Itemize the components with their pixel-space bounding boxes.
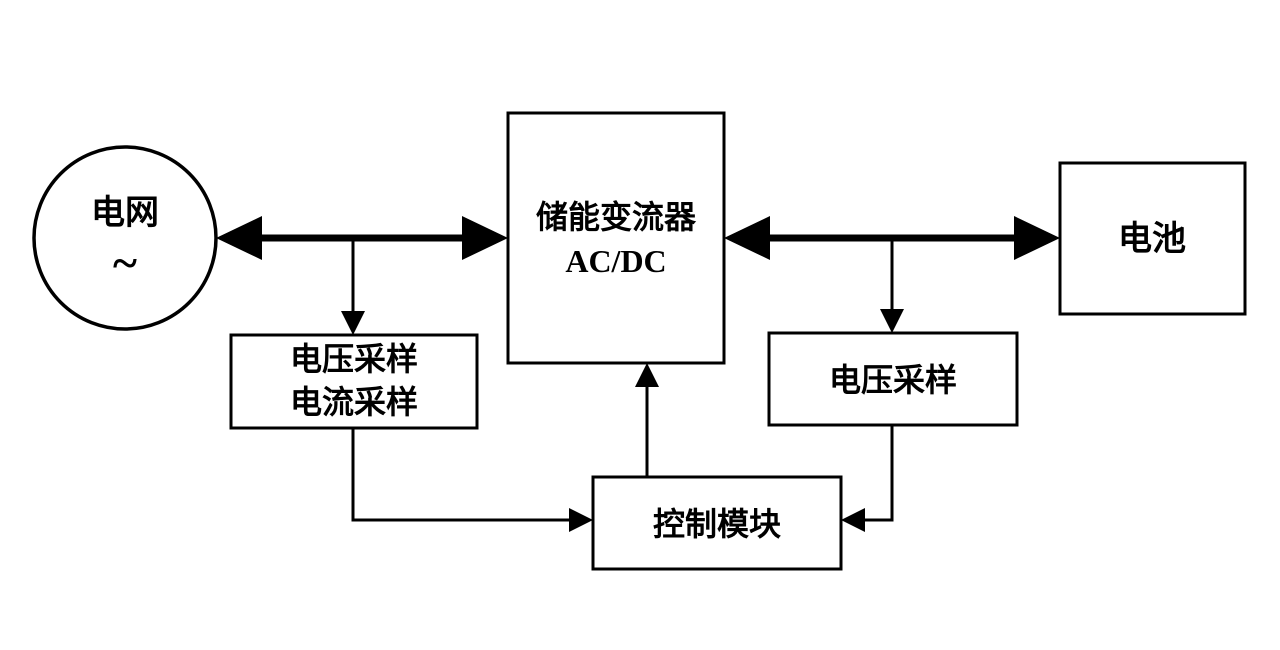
- converter-box: [506, 111, 726, 365]
- battery-sampling-control-line: [863, 425, 894, 522]
- converter-label-line1: 储能变流器: [536, 199, 697, 235]
- battery-label: 电池: [1118, 220, 1186, 258]
- grid-sampling-control-line: [351, 428, 571, 522]
- grid-sampling-to-control-arrow: [351, 428, 593, 532]
- control-box: [591, 475, 843, 571]
- battery-box: [1058, 161, 1247, 316]
- grid-bus-to-sampling-arrow: [341, 238, 365, 335]
- grid-label: 电网: [91, 194, 159, 232]
- control-label: 控制模块: [653, 506, 781, 542]
- arrowhead-left-to-control: [841, 508, 865, 532]
- grid-node: 电网 ~: [32, 145, 218, 331]
- grid-sampling-label-line2: 电流采样: [290, 384, 418, 420]
- arrowhead-left-to-converter: [724, 216, 770, 260]
- arrowhead-up-to-converter: [635, 363, 659, 387]
- battery-sampling-node: 电压采样: [767, 331, 1019, 427]
- battery-sampling-label: 电压采样: [829, 362, 957, 398]
- battery-node: 电池: [1058, 161, 1247, 316]
- arrowhead-right-to-converter: [462, 216, 508, 260]
- arrowhead-right-to-battery: [1014, 216, 1060, 260]
- grid-sampling-node: 电压采样 电流采样: [229, 333, 479, 430]
- converter-node: 储能变流器 AC/DC: [506, 111, 726, 365]
- grid-circle: [32, 145, 218, 331]
- arrowhead-left-to-grid: [216, 216, 262, 260]
- arrowhead-down-to-battery-sampling: [880, 309, 904, 333]
- control-to-converter-arrow: [635, 363, 659, 477]
- control-node: 控制模块: [591, 475, 843, 571]
- arrowhead-down-to-grid-sampling: [341, 311, 365, 335]
- arrowhead-right-to-control: [569, 508, 593, 532]
- battery-bus-to-sampling-arrow: [880, 238, 904, 333]
- grid-converter-arrow: [216, 216, 508, 260]
- grid-ac-symbol: ~: [113, 237, 137, 288]
- battery-sampling-to-control-arrow: [841, 425, 894, 532]
- grid-sampling-label-line1: 电压采样: [290, 341, 418, 377]
- battery-sampling-box: [767, 331, 1019, 427]
- grid-sampling-box: [229, 333, 479, 430]
- converter-label-line2: AC/DC: [565, 243, 666, 279]
